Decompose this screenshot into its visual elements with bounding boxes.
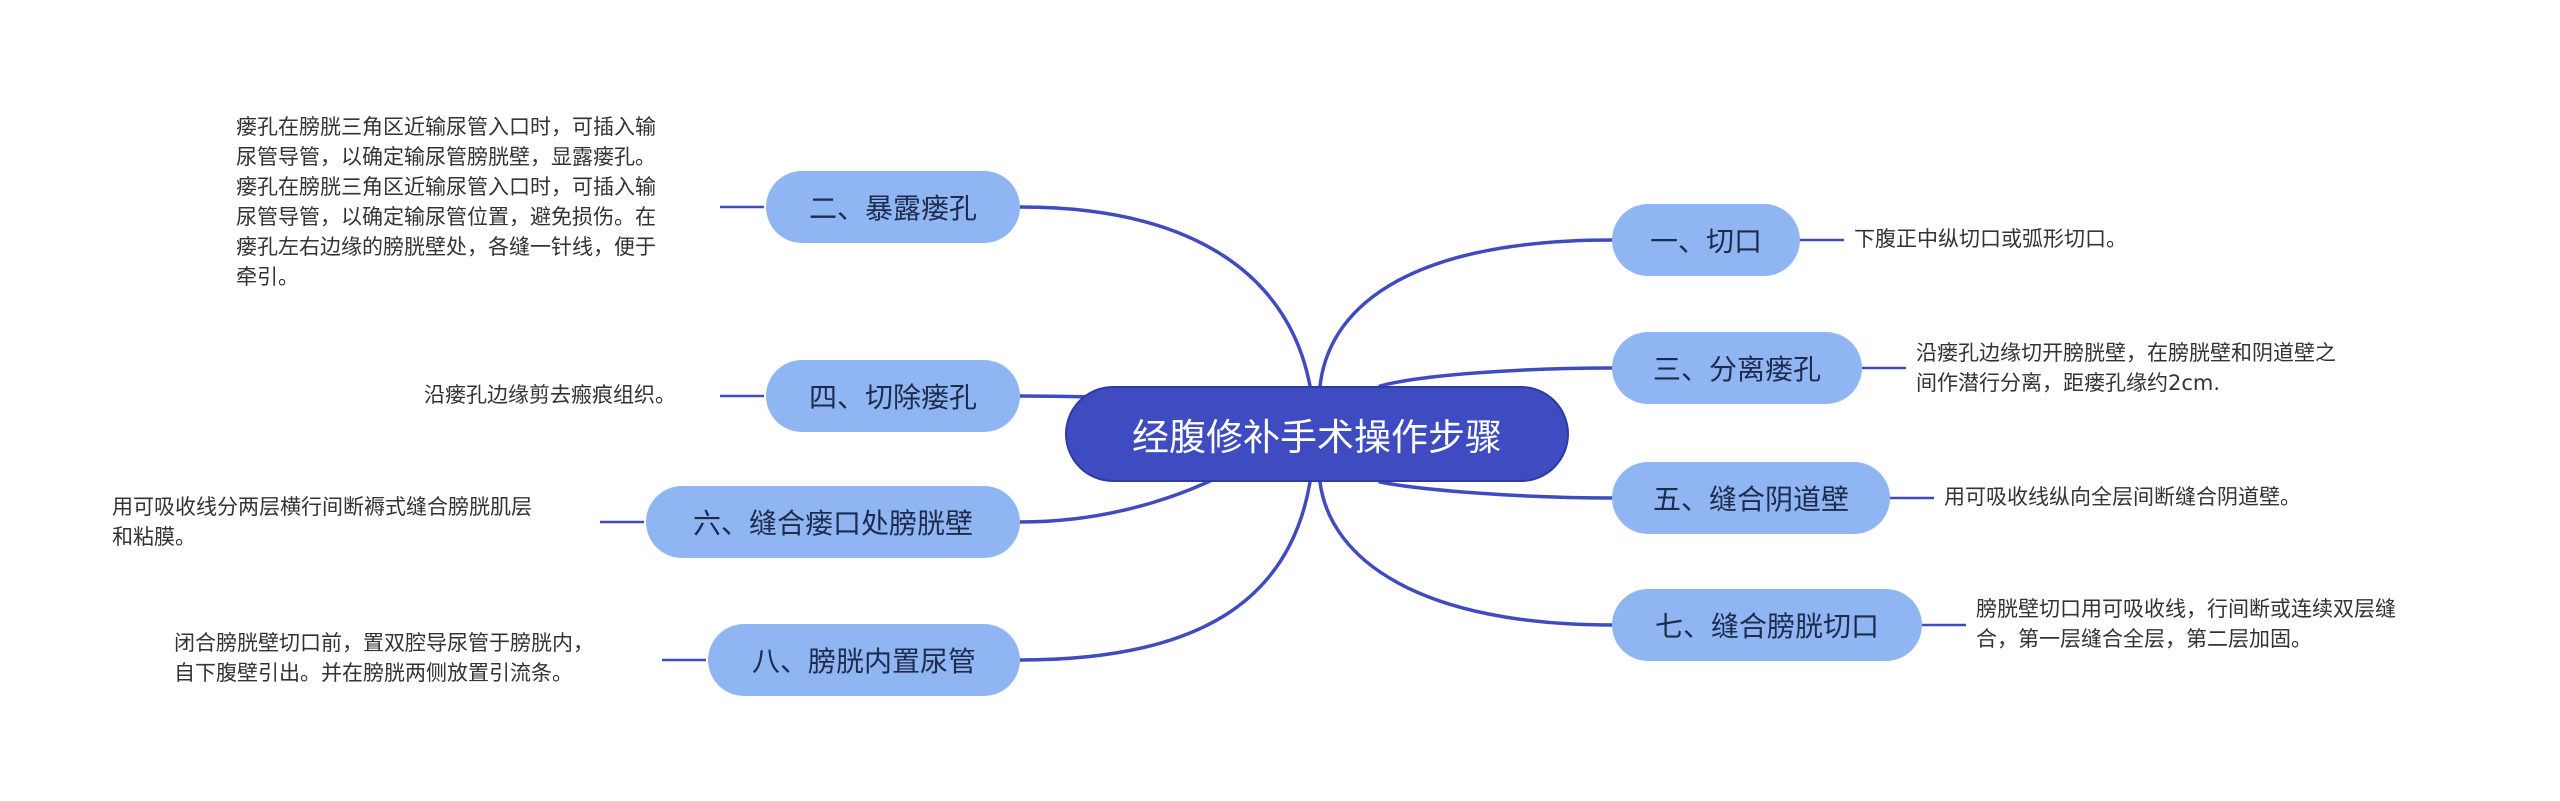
branch-2-note: 瘘孔在膀胱三角区近输尿管入口时，可插入输 尿管导管，以确定输尿管膀胱壁，显露瘘孔…: [236, 115, 656, 289]
edge-b3: [1378, 366, 1614, 388]
edge-b8: [1018, 480, 1312, 662]
branch-1-note: 下腹正中纵切口或弧形切口。: [1854, 227, 2127, 251]
branch-6-note: 用可吸收线分两层横行间断褥式缝合膀胱肌层 和粘膜。: [112, 495, 532, 549]
edge-b1: [1318, 238, 1614, 388]
branch-3-node[interactable]: 三、分离瘘孔: [1612, 332, 1862, 404]
branch-5-node[interactable]: 五、缝合阴道壁: [1612, 462, 1890, 534]
branch-8-node[interactable]: 八、膀胱内置尿管: [708, 624, 1020, 696]
central-topic[interactable]: 经腹修补手术操作步骤: [1065, 386, 1569, 482]
branch-3-note: 沿瘘孔边缘切开膀胱壁，在膀胱壁和阴道壁之 间作潜行分离，距瘘孔缘约2cm.: [1916, 341, 2336, 395]
branch-8-note: 闭合膀胱壁切口前，置双腔导尿管于膀胱内， 自下腹壁引出。并在膀胱两侧放置引流条。: [174, 631, 594, 685]
branch-5-note: 用可吸收线纵向全层间断缝合阴道壁。: [1944, 485, 2301, 509]
branch-2-node[interactable]: 二、暴露瘘孔: [766, 171, 1020, 243]
branch-4-note: 沿瘘孔边缘剪去瘢痕组织。: [424, 383, 676, 407]
branch-7-note: 膀胱壁切口用可吸收线，行间断或连续双层缝 合，第一层缝合全层，第二层加固。: [1976, 597, 2396, 651]
branch-4-node[interactable]: 四、切除瘘孔: [766, 360, 1020, 432]
edge-b7: [1318, 480, 1614, 627]
branch-1-node[interactable]: 一、切口: [1612, 204, 1800, 276]
edge-b2: [1018, 205, 1312, 388]
edge-b5: [1378, 480, 1614, 500]
branch-7-node[interactable]: 七、缝合膀胱切口: [1612, 589, 1922, 661]
branch-6-node[interactable]: 六、缝合瘘口处膀胱壁: [646, 486, 1020, 558]
